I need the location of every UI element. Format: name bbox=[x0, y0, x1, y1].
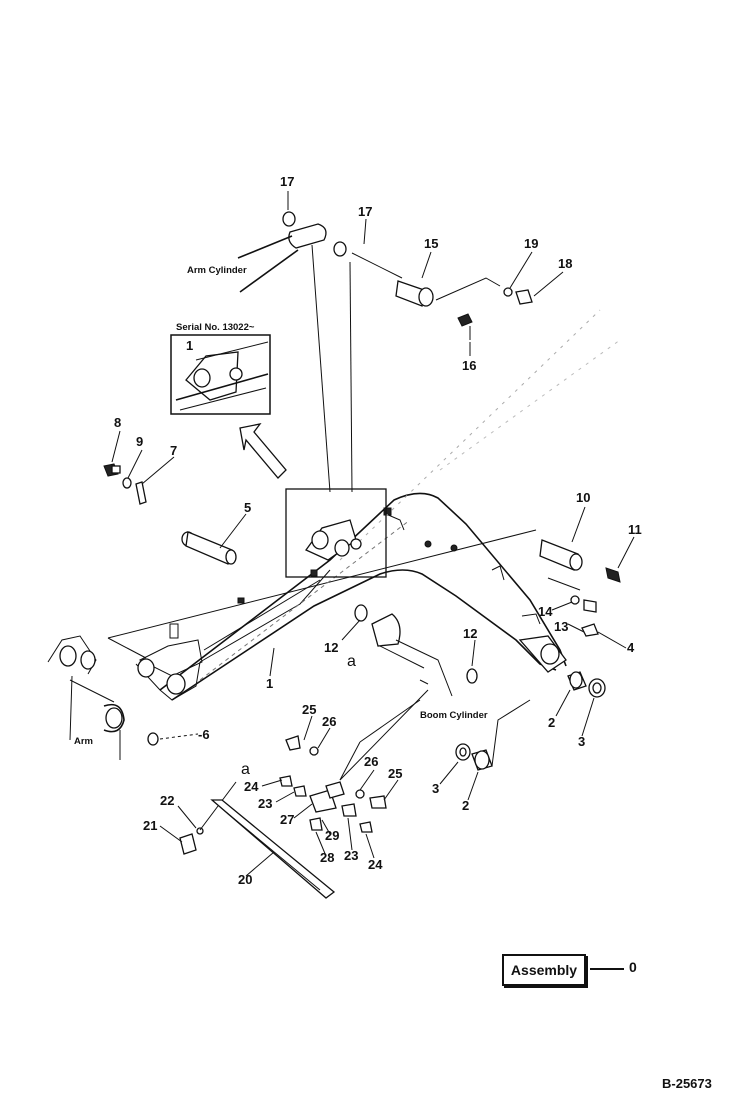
part-26b: 26 bbox=[364, 754, 378, 769]
boom-cylinder bbox=[339, 613, 531, 781]
assembly-label: Assembly bbox=[510, 962, 578, 978]
part-number-labels: 17 17 15 19 18 16 8 9 7 5 10 11 14 13 4 … bbox=[114, 174, 642, 887]
assembly-leader-line bbox=[590, 968, 624, 970]
arm-label: Arm bbox=[74, 736, 93, 747]
part-27: 27 bbox=[280, 812, 294, 827]
part-18: 18 bbox=[558, 256, 572, 271]
part-19: 19 bbox=[524, 236, 538, 251]
part-8: 8 bbox=[114, 415, 121, 430]
washer-17-b bbox=[333, 241, 347, 257]
part-10: 10 bbox=[576, 490, 590, 505]
part-17b: 17 bbox=[358, 204, 372, 219]
washer-12-a bbox=[354, 604, 368, 622]
part-12a: 12 bbox=[324, 640, 338, 655]
part-13: 13 bbox=[554, 619, 568, 634]
part-23b: 23 bbox=[344, 848, 358, 863]
part-3b: 3 bbox=[432, 781, 439, 796]
washer-12-b bbox=[466, 668, 478, 684]
pin-5 bbox=[181, 531, 237, 565]
part-24a: 24 bbox=[244, 779, 259, 794]
part-24b: 24 bbox=[368, 857, 383, 872]
part-26a: 26 bbox=[322, 714, 336, 729]
part-2b: 2 bbox=[462, 798, 469, 813]
part-17a: 17 bbox=[280, 174, 294, 189]
pin-10-group bbox=[539, 539, 621, 637]
arm-cylinder bbox=[237, 223, 353, 493]
bushings-right bbox=[567, 671, 606, 698]
part-12b: 12 bbox=[463, 626, 477, 641]
part-1: 1 bbox=[266, 676, 273, 691]
assembly-label-box: Assembly bbox=[502, 954, 586, 986]
boom-cylinder-label: Boom Cylinder bbox=[420, 710, 488, 721]
drawing-number: B-25673 bbox=[662, 1076, 712, 1091]
part-28: 28 bbox=[320, 850, 334, 865]
part-25b: 25 bbox=[388, 766, 402, 781]
pin-15-group bbox=[351, 252, 533, 340]
part-15: 15 bbox=[424, 236, 438, 251]
part-25a: 25 bbox=[302, 702, 316, 717]
part-6: -6 bbox=[198, 727, 210, 742]
part-14: 14 bbox=[538, 604, 553, 619]
boom-inset-frame bbox=[285, 488, 387, 578]
bushings-lower bbox=[455, 743, 493, 771]
assembly-number: 0 bbox=[629, 959, 637, 975]
part-3a: 3 bbox=[578, 734, 585, 749]
part-22: 22 bbox=[160, 793, 174, 808]
part-23a: 23 bbox=[258, 796, 272, 811]
serial-inset bbox=[170, 334, 271, 415]
arm-end bbox=[47, 635, 159, 760]
part-20: 20 bbox=[238, 872, 252, 887]
part-5: 5 bbox=[244, 500, 251, 515]
part-11: 11 bbox=[628, 522, 642, 537]
detail-a-top: a bbox=[347, 653, 356, 670]
part-2a: 2 bbox=[548, 715, 555, 730]
direction-arrow bbox=[239, 423, 287, 479]
washer-17-a bbox=[282, 211, 296, 227]
parts-7-8-9 bbox=[103, 463, 147, 505]
part-21: 21 bbox=[143, 818, 157, 833]
detail-a-bottom: a bbox=[241, 761, 250, 778]
part-9: 9 bbox=[136, 434, 143, 449]
part-29: 29 bbox=[325, 828, 339, 843]
dashed-center-lines bbox=[199, 309, 621, 681]
inset-part-label: 1 bbox=[186, 338, 193, 353]
boom-body bbox=[107, 492, 567, 701]
part-7: 7 bbox=[170, 443, 177, 458]
serial-label: Serial No. 13022~ bbox=[176, 322, 255, 333]
arm-cylinder-label: Arm Cylinder bbox=[187, 265, 247, 276]
part-16: 16 bbox=[462, 358, 476, 373]
leader-lines bbox=[111, 191, 635, 877]
hardware-cluster bbox=[179, 735, 387, 899]
part-4: 4 bbox=[627, 640, 635, 655]
